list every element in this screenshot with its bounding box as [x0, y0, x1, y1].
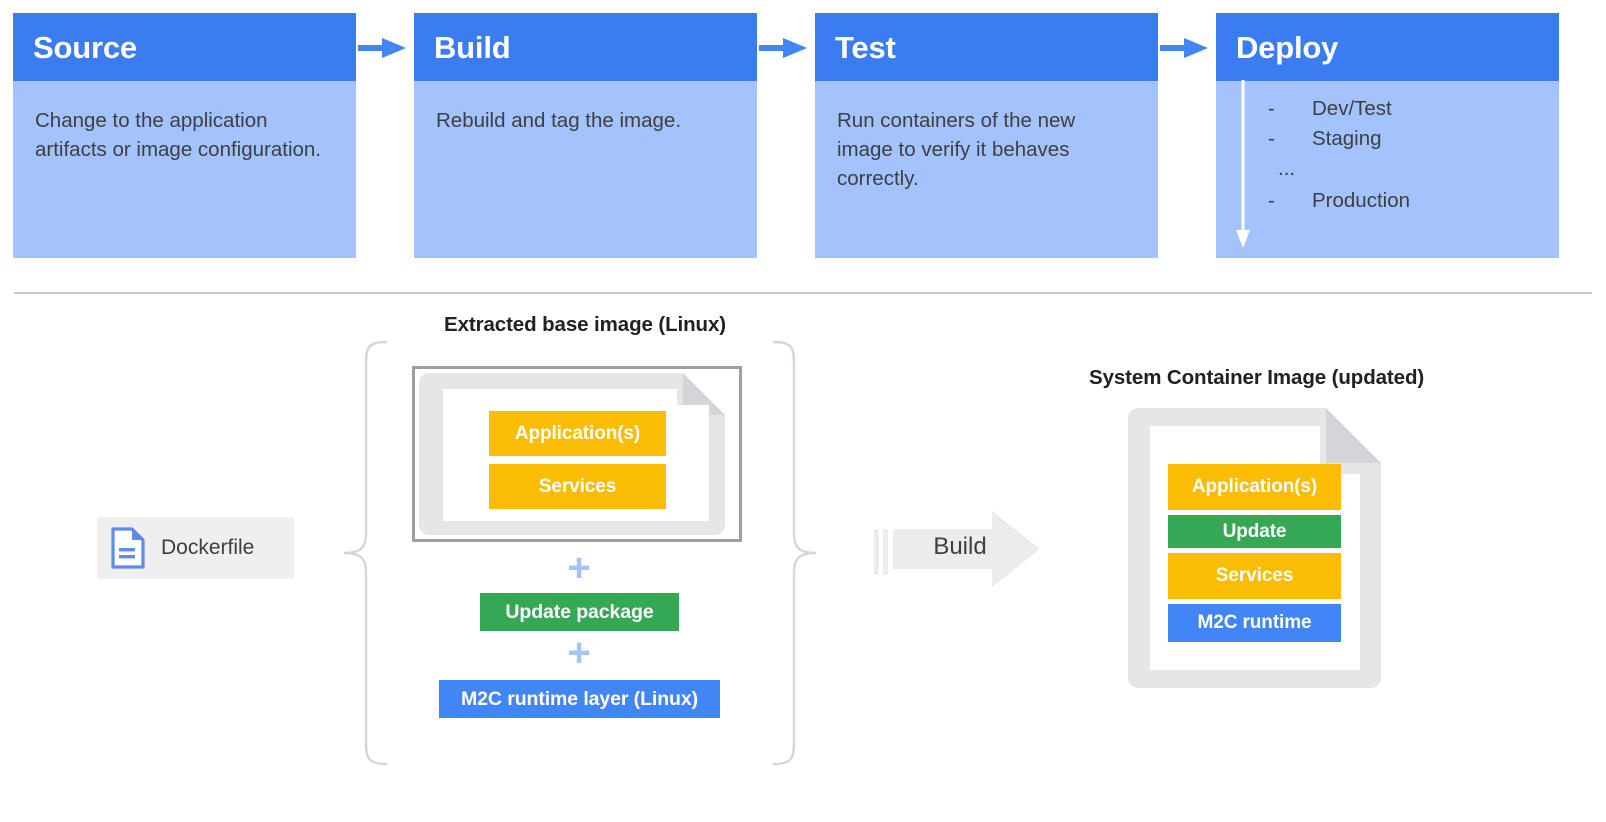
arrow-right-icon — [1160, 37, 1210, 59]
layer-label: M2C runtime layer (Linux) — [461, 687, 698, 710]
curly-brace-right-icon — [770, 338, 820, 768]
stage-body-source: Change to the application artifacts or i… — [35, 109, 321, 162]
list-item-label: Dev/Test — [1312, 97, 1392, 120]
output-layer-applications: Application(s) — [1168, 464, 1341, 510]
layer-label: Services — [1215, 565, 1294, 586]
plus-icon: + — [567, 631, 591, 675]
output-layer-services: Services — [1168, 553, 1341, 599]
build-action-label: Build — [933, 533, 987, 560]
stage-title-build: Build — [434, 29, 511, 65]
section-divider — [14, 292, 1592, 294]
m2c-runtime-layer: M2C runtime layer (Linux) — [439, 680, 720, 718]
output-image-document-icon — [1128, 408, 1381, 688]
layer-label: Services — [538, 475, 617, 497]
plus-icon: + — [567, 546, 591, 590]
stage-header-build: Build — [414, 13, 757, 81]
stage-title-source: Source — [33, 29, 137, 65]
cicd-pipeline-row: Source Change to the application artifac… — [0, 0, 1606, 262]
list-item: - Dev/Test — [1268, 97, 1518, 129]
list-marker: - — [1268, 127, 1275, 150]
layer-label: M2C runtime — [1197, 612, 1312, 633]
layer-label: Application(s) — [1191, 476, 1318, 497]
update-package-layer: Update package — [480, 593, 679, 631]
arrow-right-icon — [358, 37, 408, 59]
pipeline-stage-deploy[interactable]: Deploy - Dev/Test - Staging ... — [1216, 13, 1559, 258]
curly-brace-left-icon — [340, 338, 390, 768]
list-marker: ... — [1278, 157, 1296, 180]
pipeline-stage-test[interactable]: Test Run containers of the new image to … — [815, 13, 1158, 258]
layer-label: Update package — [505, 600, 654, 623]
stage-header-source: Source — [13, 13, 356, 81]
list-item: - Production — [1268, 189, 1518, 221]
base-image-caption: Extracted base image (Linux) — [444, 313, 727, 336]
output-layer-update: Update — [1168, 515, 1341, 548]
stage-body-test: Run containers of the new image to verif… — [837, 109, 1076, 191]
list-marker: - — [1268, 97, 1275, 120]
stage-header-test: Test — [815, 13, 1158, 81]
output-image-caption: System Container Image (updated) — [1089, 366, 1425, 389]
output-layer-m2c-runtime: M2C runtime — [1168, 604, 1341, 642]
dockerfile-label: Dockerfile — [161, 536, 255, 559]
dockerfile-chip[interactable]: Dockerfile — [97, 517, 294, 579]
list-item-label: Staging — [1312, 127, 1382, 150]
layer-label: Application(s) — [514, 422, 641, 444]
list-item-ellipsis: ... — [1268, 157, 1518, 191]
base-layer-applications: Application(s) — [489, 411, 666, 456]
stage-body-build: Rebuild and tag the image. — [436, 109, 682, 132]
stage-title-test: Test — [835, 29, 896, 65]
block-arrow-right-icon — [874, 503, 1044, 595]
arrow-down-icon — [1232, 80, 1254, 250]
list-item: - Staging — [1268, 127, 1518, 159]
deploy-environment-list: - Dev/Test - Staging ... - Production — [1268, 97, 1518, 221]
stage-header-deploy: Deploy — [1216, 13, 1559, 81]
list-marker: - — [1268, 189, 1275, 212]
pipeline-stage-source[interactable]: Source Change to the application artifac… — [13, 13, 356, 258]
pipeline-stage-build[interactable]: Build Rebuild and tag the image. — [414, 13, 757, 258]
arrow-right-icon — [759, 37, 809, 59]
stage-body-deploy: - Dev/Test - Staging ... - Production — [1216, 80, 1559, 258]
document-icon — [111, 527, 145, 569]
list-item-label: Production — [1312, 189, 1411, 212]
layer-label: Update — [1222, 520, 1287, 542]
base-layer-services: Services — [489, 464, 666, 509]
stage-title-deploy: Deploy — [1236, 29, 1339, 65]
